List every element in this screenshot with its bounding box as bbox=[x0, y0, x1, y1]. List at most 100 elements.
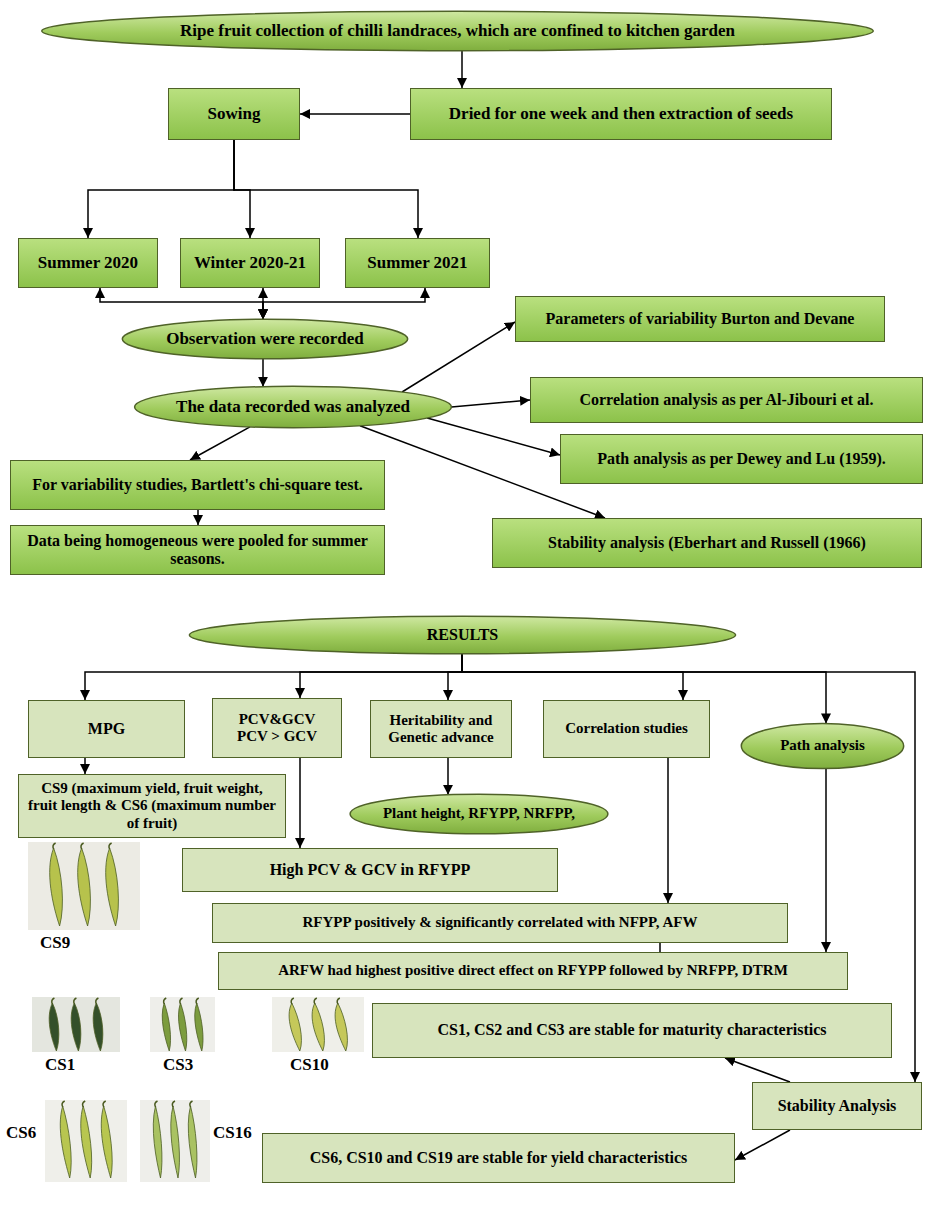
chilli-stem bbox=[62, 1101, 65, 1107]
flow-arrow bbox=[263, 288, 425, 319]
ellipse-node: Observation were recorded bbox=[120, 318, 410, 360]
chilli-fruit bbox=[162, 1003, 170, 1051]
flow-arrow bbox=[299, 758, 301, 848]
process-box: Parameters of variability Burton and Dev… bbox=[515, 296, 885, 342]
node-label: RFYPP positively & significantly correla… bbox=[303, 914, 698, 931]
process-box: Correlation analysis as per Al-Jibouri e… bbox=[530, 377, 923, 423]
chilli-fruit bbox=[171, 1106, 180, 1178]
ellipse-shape bbox=[122, 319, 407, 358]
chilli-stem bbox=[103, 1101, 106, 1107]
chilli-stem bbox=[53, 843, 56, 849]
photo-caption: CS10 bbox=[290, 1056, 329, 1075]
node-label: Stability analysis (Eberhart and Russell… bbox=[548, 534, 866, 552]
node-label: Correlation analysis as per Al-Jibouri e… bbox=[579, 391, 873, 409]
chilli-fruit bbox=[335, 1003, 347, 1051]
chilli-fruit bbox=[50, 848, 63, 926]
node-label: Observation were recorded bbox=[166, 329, 364, 349]
node-label: CS9 (maximum yield, fruit weight, fruit … bbox=[27, 780, 277, 832]
ellipse-shape bbox=[741, 723, 903, 768]
ellipse-node: The data recorded was analyzed bbox=[132, 385, 454, 429]
ellipse-shape bbox=[350, 794, 608, 833]
flow-arrow bbox=[448, 654, 462, 700]
flow-arrow bbox=[300, 654, 462, 698]
chilli-stem bbox=[180, 998, 183, 1004]
chilli-stem bbox=[81, 843, 84, 849]
process-box: Correlation studies bbox=[543, 700, 710, 758]
ellipse-shape bbox=[189, 616, 735, 654]
chilli-stem bbox=[155, 1101, 158, 1107]
flow-arrow bbox=[197, 510, 199, 525]
process-box: Stability Analysis bbox=[752, 1082, 922, 1130]
node-label: Dried for one week and then extraction o… bbox=[449, 104, 793, 124]
flow-arrow bbox=[461, 51, 463, 88]
node-label: For variability studies, Bartlett's chi-… bbox=[32, 476, 363, 494]
flow-arrow bbox=[100, 288, 263, 319]
chilli-stem bbox=[172, 1101, 175, 1107]
chilli-fruit bbox=[312, 1003, 324, 1051]
flow-arrow bbox=[262, 359, 264, 387]
process-box: Summer 2021 bbox=[345, 238, 490, 288]
photo-caption: CS1 bbox=[45, 1056, 75, 1075]
process-box: Path analysis as per Dewey and Lu (1959)… bbox=[560, 434, 923, 484]
ellipse-shape bbox=[42, 11, 873, 50]
node-label: High PCV & GCV in RFYPP bbox=[270, 861, 471, 879]
process-box: Summer 2020 bbox=[18, 238, 158, 288]
photo-caption: CS3 bbox=[163, 1056, 193, 1075]
flow-arrow bbox=[300, 113, 410, 115]
chilli-stem bbox=[196, 998, 199, 1004]
chilli-fruit bbox=[81, 1106, 92, 1178]
photo-background bbox=[45, 1100, 127, 1182]
process-box: CS6, CS10 and CS19 are stable for yield … bbox=[262, 1133, 735, 1183]
process-box: Sowing bbox=[168, 88, 300, 140]
photo-background bbox=[150, 997, 215, 1052]
process-box: PCV&GCV PCV > GCV bbox=[212, 698, 342, 758]
chilli-fruit bbox=[78, 848, 91, 926]
node-label: Summer 2020 bbox=[38, 253, 138, 273]
chilli-stem bbox=[83, 1101, 86, 1107]
photo-background bbox=[32, 997, 120, 1052]
flow-arrow bbox=[234, 140, 250, 238]
chilli-stem bbox=[190, 1101, 193, 1107]
node-label: ARFW had highest positive direct effect … bbox=[278, 962, 788, 979]
process-box: ARFW had highest positive direct effect … bbox=[218, 952, 848, 990]
ellipse-node: Ripe fruit collection of chilli landrace… bbox=[35, 10, 880, 52]
flow-arrow bbox=[84, 758, 86, 774]
chilli-fruit bbox=[153, 1106, 162, 1178]
process-box: High PCV & GCV in RFYPP bbox=[182, 848, 558, 892]
ellipse-node: Plant height, RFYPP, NRFPP, bbox=[348, 793, 610, 835]
chilli-fruit bbox=[195, 1003, 203, 1051]
photo-background bbox=[140, 1100, 210, 1182]
node-label: Plant height, RFYPP, NRFPP, bbox=[383, 805, 575, 822]
ellipse-node: Path analysis bbox=[740, 722, 905, 770]
process-box: Stability analysis (Eberhart and Russell… bbox=[492, 518, 922, 568]
flow-arrow bbox=[402, 322, 515, 392]
photo-background bbox=[28, 842, 140, 930]
node-label: Winter 2020-21 bbox=[194, 253, 306, 273]
node-label: Path analysis as per Dewey and Lu (1959)… bbox=[597, 450, 886, 468]
process-box: RFYPP positively & significantly correla… bbox=[212, 903, 788, 943]
node-label: Parameters of variability Burton and Dev… bbox=[546, 310, 855, 328]
flow-arrow bbox=[451, 400, 530, 407]
chilli-fruit bbox=[71, 1003, 81, 1051]
chilli-stem bbox=[337, 998, 340, 1004]
chilli-stem bbox=[314, 998, 317, 1004]
process-box: Heritability and Genetic advance bbox=[370, 700, 512, 758]
flow-arrow bbox=[735, 1130, 790, 1160]
chilli-fruit bbox=[106, 848, 119, 926]
photo-caption: CS16 bbox=[213, 1124, 252, 1143]
node-label: Data being homogeneous were pooled for s… bbox=[19, 532, 376, 569]
photo-background bbox=[272, 997, 364, 1052]
process-box: Dried for one week and then extraction o… bbox=[410, 88, 832, 140]
ellipse-shape bbox=[135, 386, 452, 427]
chilli-fruit bbox=[101, 1106, 112, 1178]
chilli-stem bbox=[291, 998, 294, 1004]
flow-arrow bbox=[667, 758, 669, 903]
ellipse-node: RESULTS bbox=[185, 615, 740, 655]
flow-arrow bbox=[659, 943, 661, 952]
process-box: Data being homogeneous were pooled for s… bbox=[10, 525, 385, 575]
node-label: Heritability and Genetic advance bbox=[379, 712, 503, 747]
node-label: PCV&GCV PCV > GCV bbox=[231, 711, 323, 746]
flow-arrow bbox=[190, 427, 250, 460]
flow-arrow bbox=[725, 1058, 790, 1082]
